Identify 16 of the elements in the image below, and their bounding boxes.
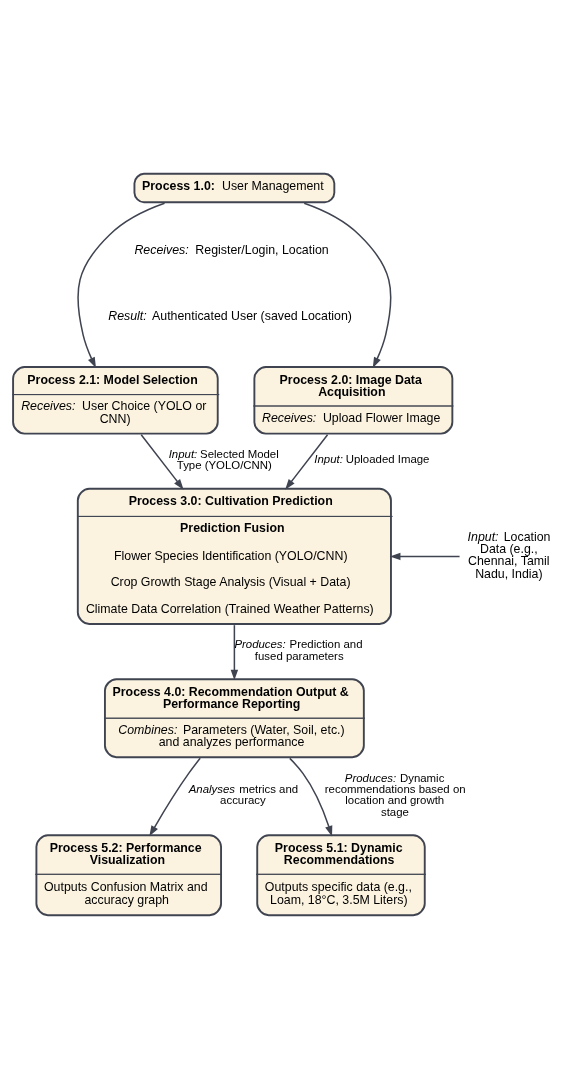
edge-label: Produces: Prediction and fused parameters (234, 638, 363, 662)
label: Receives: Register/Login, Location (134, 243, 329, 258)
arrow (140, 433, 184, 490)
arrow (285, 433, 329, 490)
label: Result: Authenticated User (saved Location) (108, 308, 352, 323)
arrow (289, 757, 333, 837)
edge-label: Produces: Dynamic recommendations based on location and growth stage (324, 771, 466, 818)
arrow (77, 202, 166, 368)
node-text: Input: Location Data (e.g., Chennai, Tamil Nadu, India) (467, 529, 551, 581)
arrow (149, 757, 201, 837)
arrow (230, 624, 239, 681)
edge-label: Input: Uploaded Image (314, 453, 430, 466)
arrow (303, 202, 392, 368)
arrow (389, 552, 461, 561)
edge-label: Analyses metrics and accuracy (188, 783, 299, 807)
edge-label: Input: Selected Model Type (YOLO/CNN) (168, 447, 279, 472)
